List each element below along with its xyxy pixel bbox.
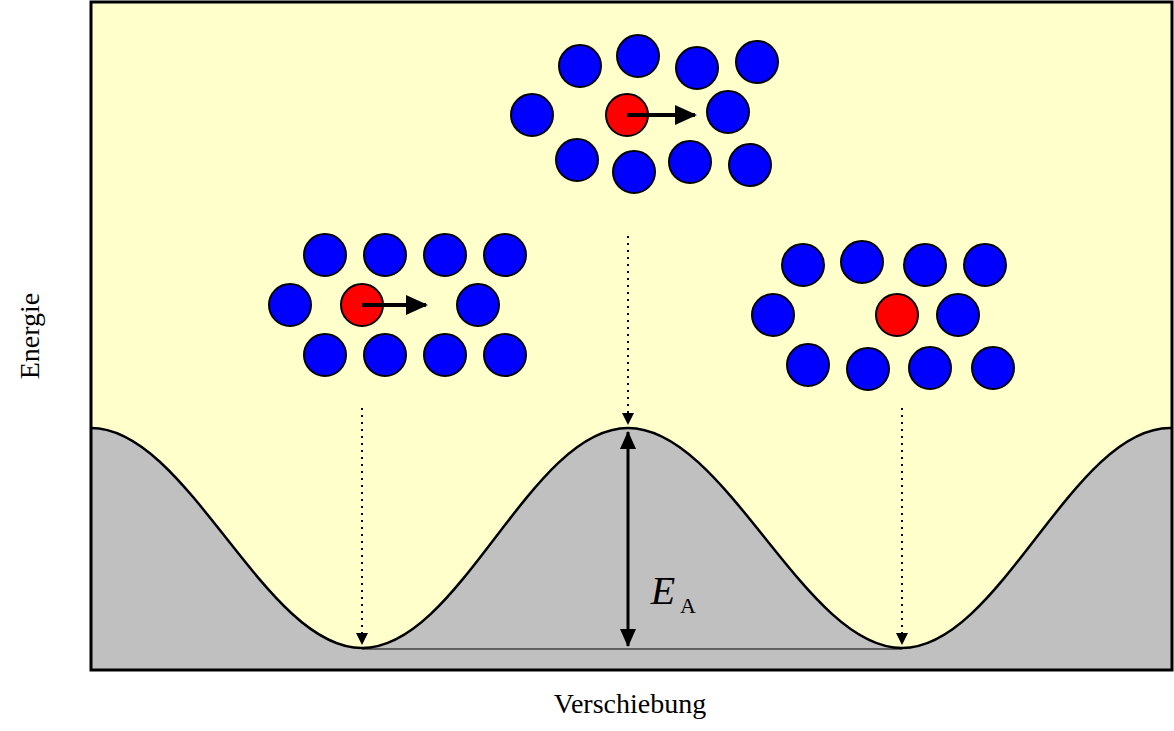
lattice-atom [904,244,946,286]
moving-atom [876,294,918,336]
lattice-atom [364,334,406,376]
lattice-atom [457,284,499,326]
lattice-atom [736,41,778,83]
lattice-atom [304,334,346,376]
lattice-atom [676,47,718,89]
lattice-atom [937,294,979,336]
baseline [362,649,902,650]
atom-cluster-left [269,234,526,376]
lattice-atom [909,347,951,389]
lattice-atom [787,344,829,386]
lattice-atom [847,348,889,390]
lattice-atom [617,35,659,77]
lattice-atom [782,244,824,286]
motion-arrow [627,113,695,117]
lattice-atom [613,151,655,193]
lattice-atom [972,347,1014,389]
lattice-atom [424,234,466,276]
lattice-atom [269,284,311,326]
lattice-atom [707,91,749,133]
plot-frame [91,2,1172,670]
energy-curve [91,428,1172,648]
lattice-atom [669,141,711,183]
motion-arrow [362,303,426,307]
lattice-atom [752,294,794,336]
dotted-pointers [362,236,902,644]
axis-label: Verschiebung [554,690,706,718]
dotted-pointer [627,236,629,424]
atom-cluster-top [511,35,778,193]
lattice-atom [364,234,406,276]
lattice-atom [484,334,526,376]
lattice-atom [424,334,466,376]
dotted-pointer [901,408,903,644]
energy-subscript: A [680,595,696,617]
lattice-atom [556,139,598,181]
lattice-atom [484,234,526,276]
plot-background [91,2,1172,670]
lattice-atom [304,234,346,276]
lattice-atom [841,241,883,283]
axis-label: Energie [16,293,44,380]
energy-area [91,428,1172,670]
atom-cluster-right [752,241,1014,390]
lattice-atom [964,244,1006,286]
activation-arrow [627,432,630,646]
lattice-atom [729,144,771,186]
lattice-atom [511,94,553,136]
dotted-pointer [361,408,363,644]
energy-symbol: E [651,571,675,611]
lattice-atom [559,45,601,87]
